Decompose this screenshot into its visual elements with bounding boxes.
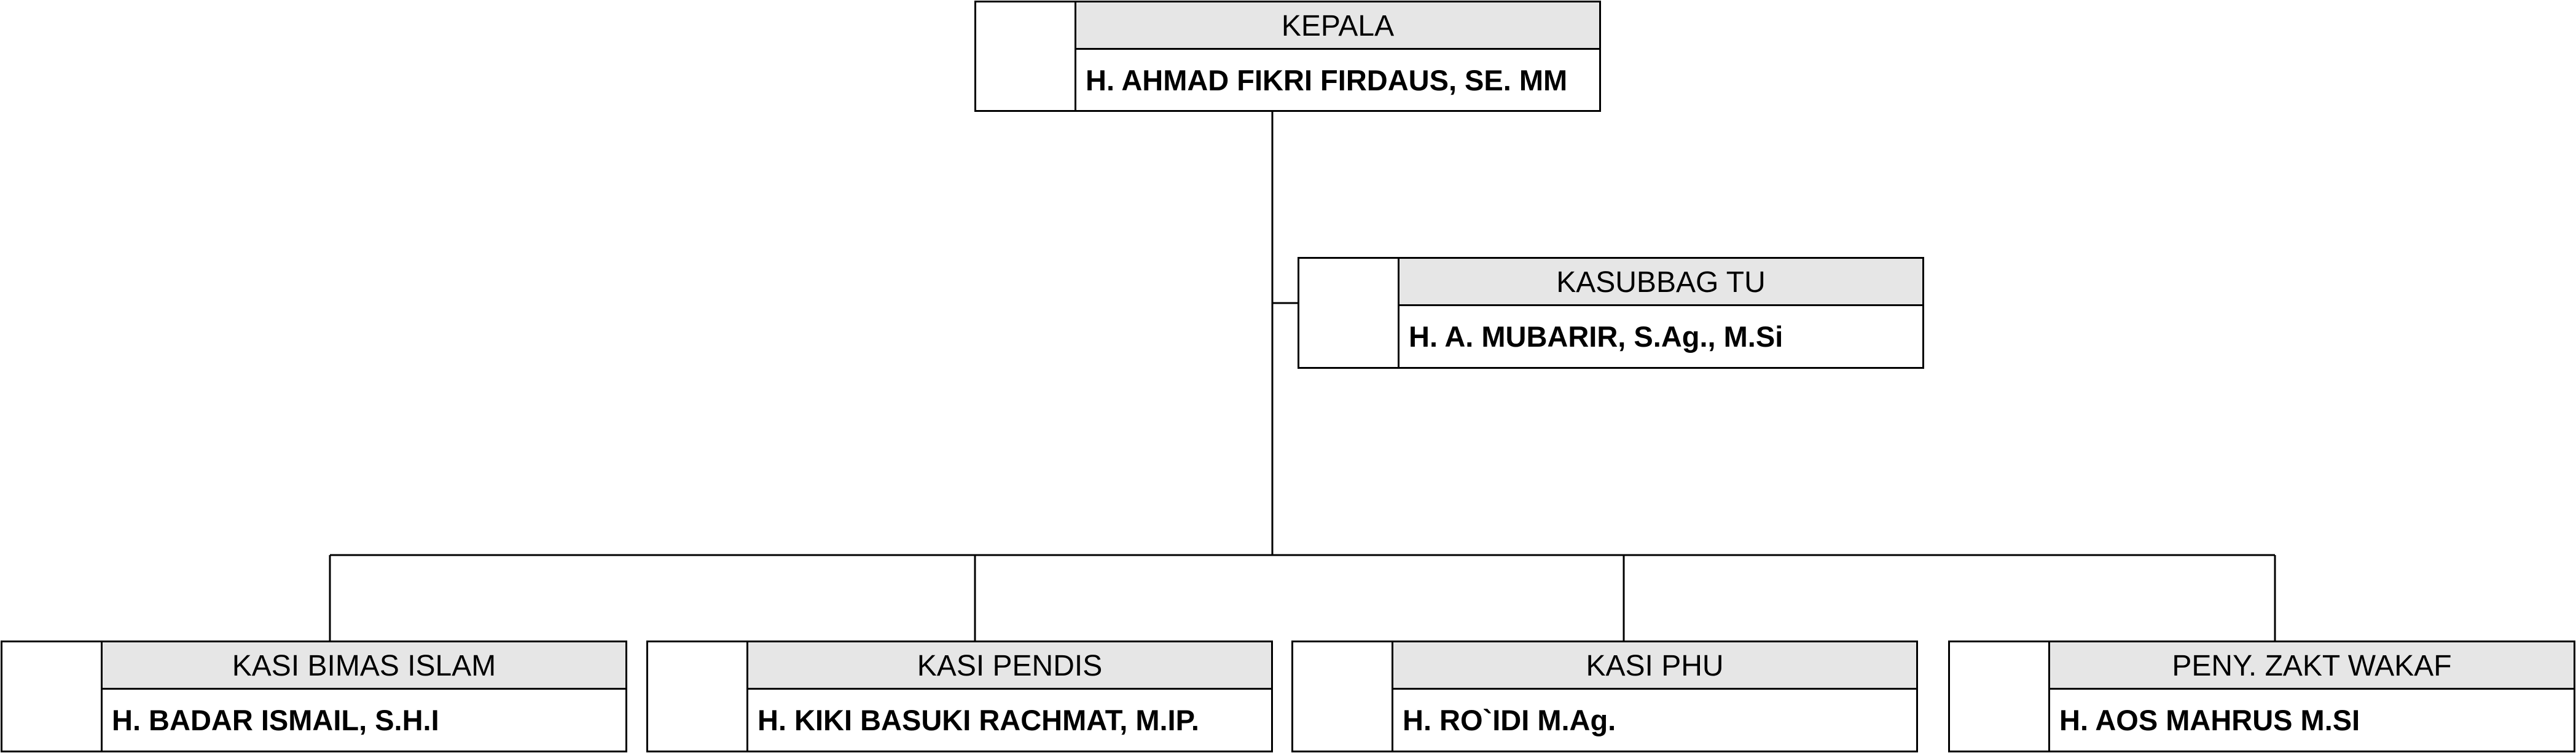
node-person-name: H. KIKI BASUKI RACHMAT, M.IP. — [758, 704, 1199, 736]
node-role: PENY. ZAKT WAKAF — [2050, 642, 2574, 690]
node-role: KEPALA — [1076, 2, 1599, 50]
photo-placeholder — [976, 2, 1076, 110]
node-role: KASUBBAG TU — [1400, 259, 1922, 306]
photo-placeholder — [1950, 642, 2050, 751]
org-node-section: PENY. ZAKT WAKAF H. AOS MAHRUS M.SI — [1948, 641, 2575, 752]
photo-placeholder — [648, 642, 748, 751]
photo-placeholder — [1293, 642, 1393, 751]
node-role: KASI PENDIS — [748, 642, 1271, 690]
org-node-section: KASI PENDIS H. KIKI BASUKI RACHMAT, M.IP… — [646, 641, 1273, 752]
photo-placeholder — [1299, 259, 1400, 367]
node-person-name: H. BADAR ISMAIL, S.H.I — [112, 704, 439, 736]
node-role: KASI BIMAS ISLAM — [103, 642, 625, 690]
node-person-name: H. RO`IDI M.Ag. — [1403, 704, 1616, 736]
org-node-section: KASI PHU H. RO`IDI M.Ag. — [1291, 641, 1918, 752]
node-person-name: H. A. MUBARIR, S.Ag., M.Si — [1409, 320, 1783, 353]
node-person-name: H. AOS MAHRUS M.SI — [2059, 704, 2360, 736]
photo-placeholder — [2, 642, 103, 751]
org-node-staff: KASUBBAG TU H. A. MUBARIR, S.Ag., M.Si — [1298, 257, 1924, 369]
node-role: KASI PHU — [1393, 642, 1916, 690]
node-person-name: H. AHMAD FIKRI FIRDAUS, SE. MM — [1086, 63, 1568, 97]
org-node-head: KEPALA H. AHMAD FIKRI FIRDAUS, SE. MM — [974, 1, 1601, 112]
org-node-section: KASI BIMAS ISLAM H. BADAR ISMAIL, S.H.I — [1, 641, 627, 752]
